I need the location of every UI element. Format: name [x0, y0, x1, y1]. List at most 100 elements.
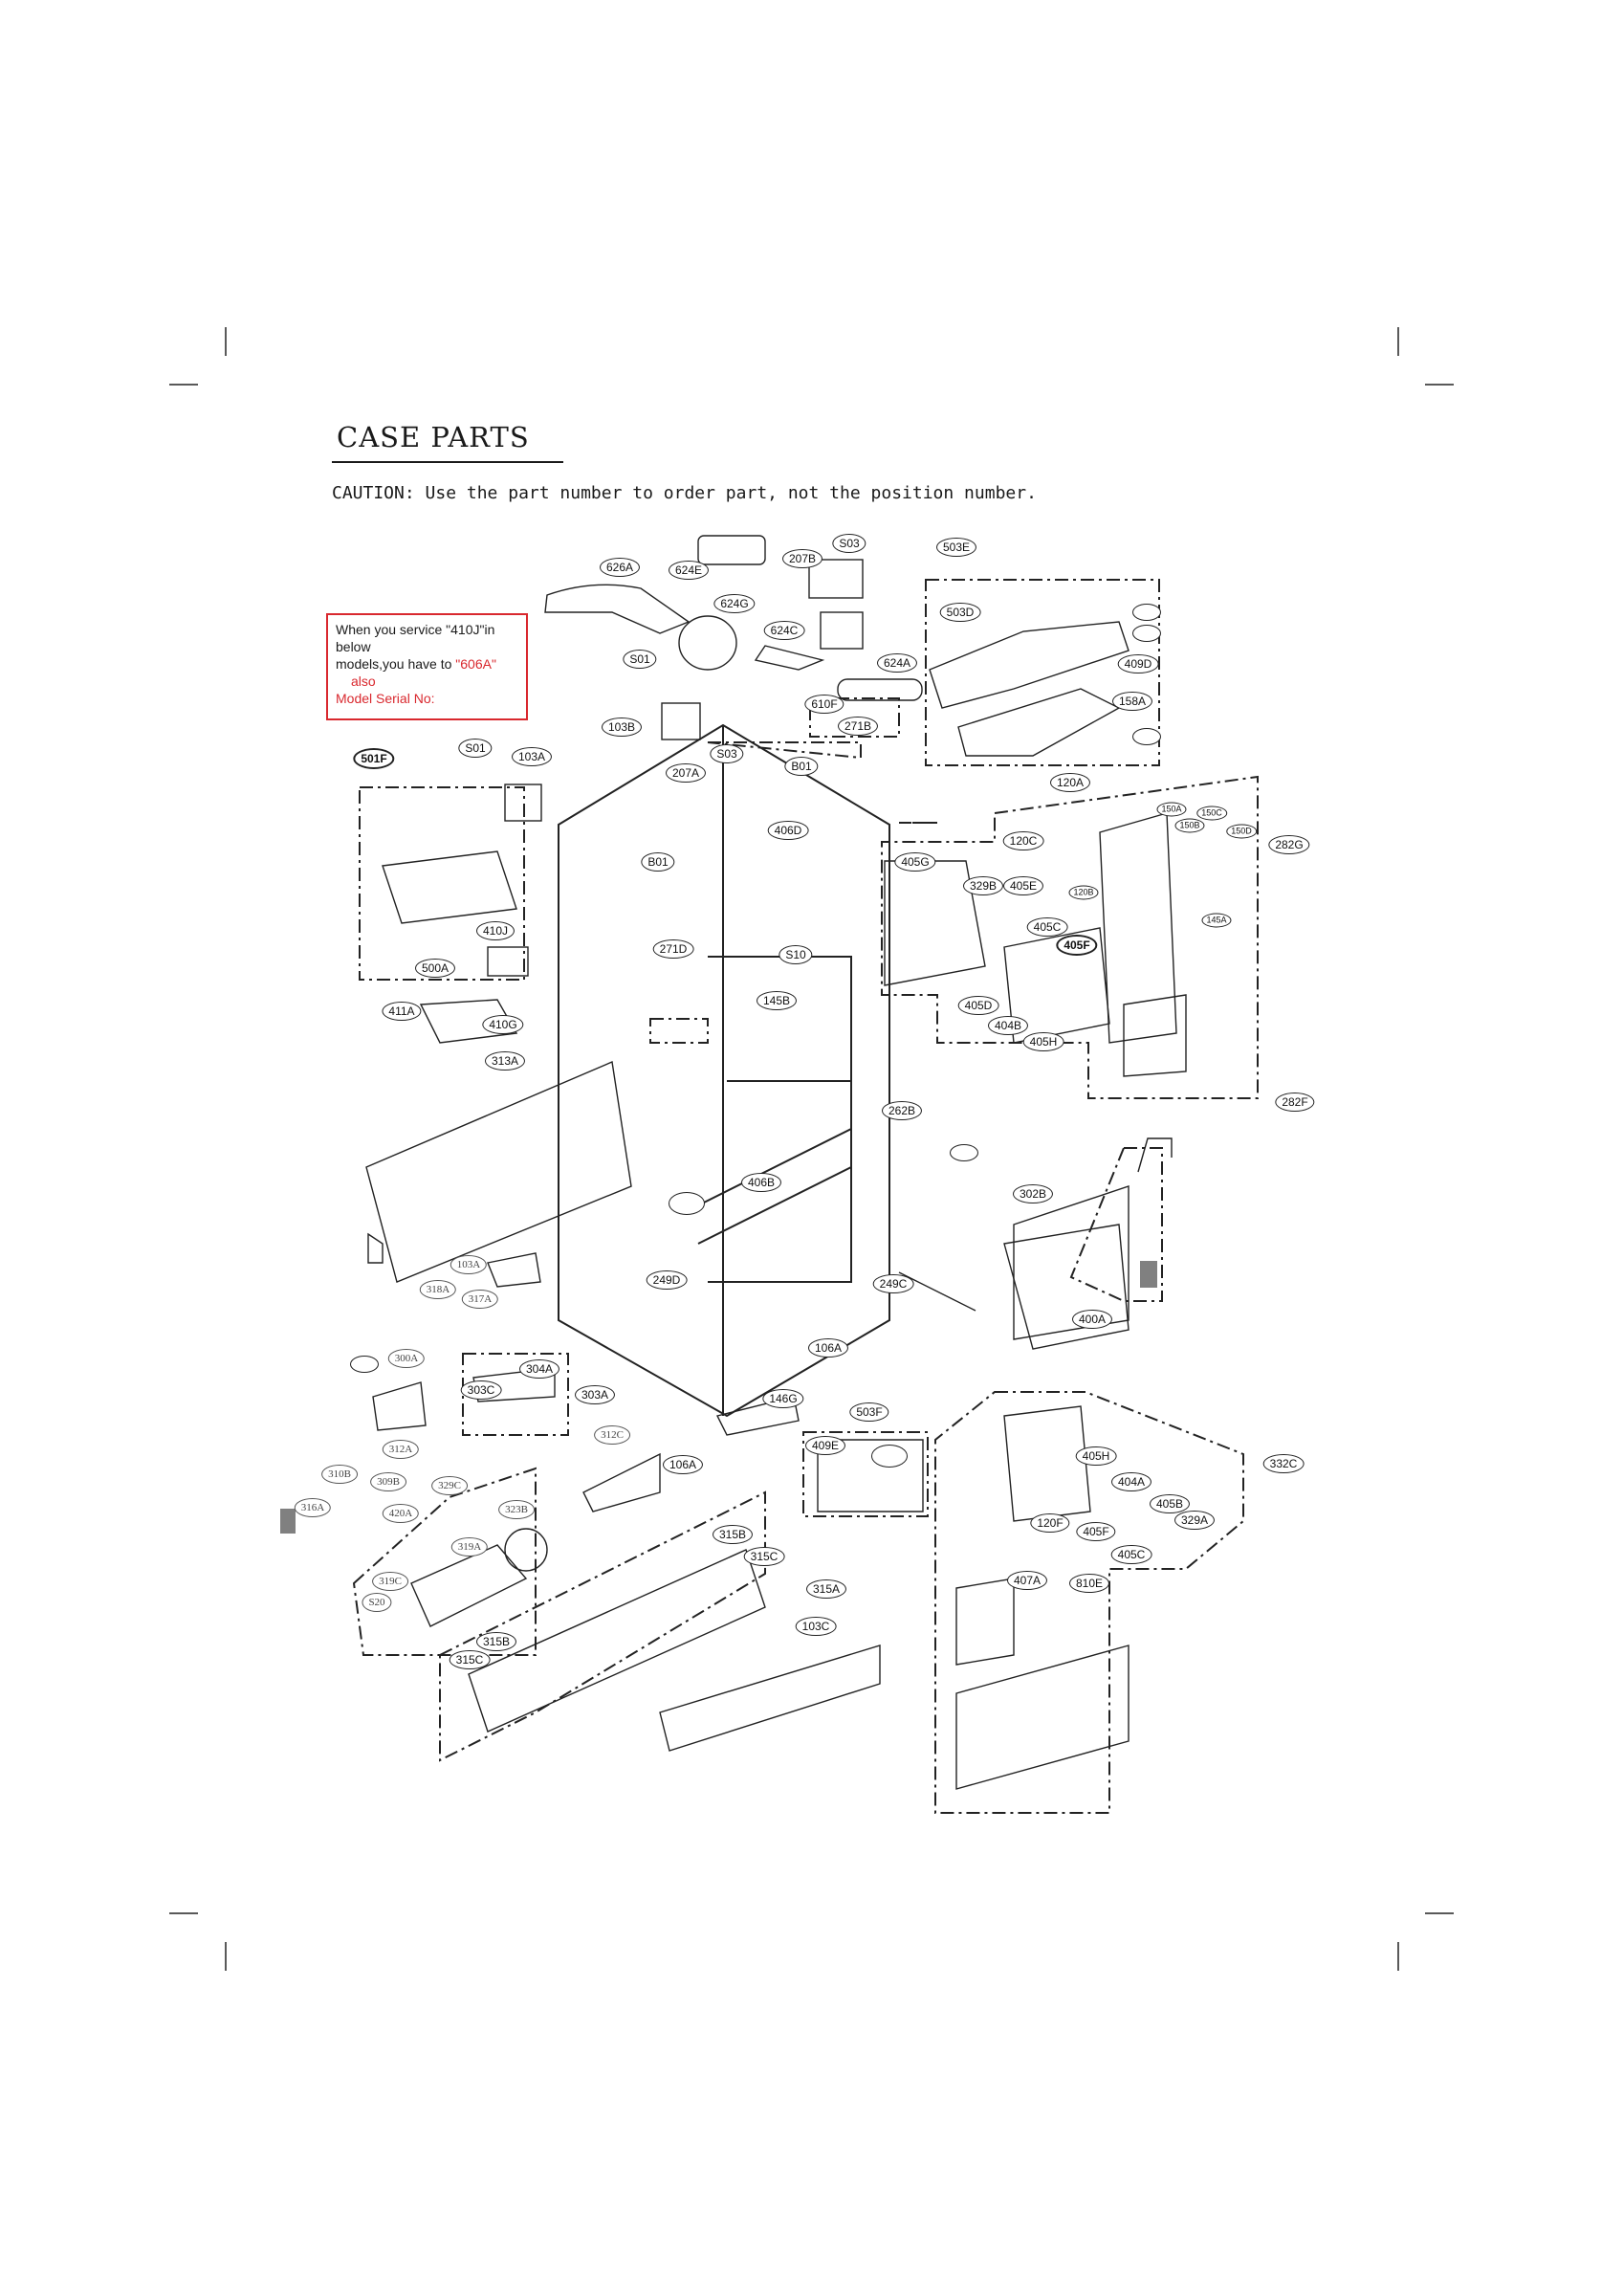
part-callout[interactable]: 405B [1149, 1494, 1191, 1513]
part-callout[interactable]: 282G [1268, 835, 1310, 854]
part-callout[interactable]: B01 [784, 757, 819, 776]
part-callout[interactable]: 158A [1111, 692, 1153, 711]
part-callout[interactable]: 400A [1071, 1310, 1113, 1329]
part-callout[interactable]: 500A [414, 959, 456, 978]
part-callout[interactable]: 150D [1226, 824, 1257, 839]
part-callout[interactable]: S03 [710, 744, 744, 763]
part-callout[interactable]: 624C [763, 621, 805, 640]
part-callout[interactable]: 103A [450, 1255, 488, 1274]
part-callout[interactable]: 404A [1110, 1472, 1152, 1491]
part-callout[interactable]: 106A [807, 1338, 849, 1358]
part-callout[interactable]: 405D [957, 996, 999, 1015]
part-callout[interactable]: 103A [511, 747, 553, 766]
part-callout[interactable]: 624E [668, 561, 710, 580]
part-callout[interactable]: 405H [1022, 1032, 1064, 1051]
part-callout[interactable]: 145A [1201, 913, 1232, 928]
part-callout[interactable]: 405C [1110, 1545, 1152, 1564]
part-callout[interactable]: 407A [1006, 1571, 1048, 1590]
part-callout[interactable]: 303A [574, 1385, 616, 1404]
part-callout[interactable]: 410G [482, 1015, 524, 1034]
part-callout[interactable]: 411A [382, 1002, 422, 1021]
part-callout[interactable]: S01 [458, 739, 493, 758]
part-callout[interactable]: 624A [876, 653, 918, 673]
part-callout[interactable]: 150A [1156, 802, 1187, 817]
part-callout[interactable]: B01 [641, 852, 675, 872]
part-callout[interactable]: 329A [1173, 1511, 1216, 1530]
part-callout[interactable]: 249C [872, 1274, 914, 1293]
part-callout[interactable]: 249D [646, 1270, 688, 1290]
part-callout[interactable]: 319A [450, 1537, 489, 1556]
part-callout[interactable]: 207A [665, 763, 707, 783]
part-callout[interactable]: 315B [712, 1525, 754, 1544]
part-callout[interactable]: 282F [1275, 1093, 1315, 1112]
part-callout[interactable]: 420A [382, 1504, 420, 1523]
part-callout[interactable]: 271B [837, 717, 879, 736]
gray-markers [280, 1261, 1157, 1534]
part-callout[interactable]: 313A [484, 1051, 526, 1071]
part-callout[interactable]: S10 [779, 945, 813, 964]
part-callout[interactable]: 410J [475, 921, 515, 940]
part-callout[interactable]: 405C [1026, 917, 1068, 937]
part-callout[interactable]: 405F [1076, 1522, 1116, 1541]
part-callout[interactable]: 317A [461, 1290, 499, 1309]
part-callout[interactable]: 315C [449, 1650, 491, 1669]
part-callout[interactable]: 332C [1262, 1454, 1305, 1473]
part-callout[interactable]: S01 [623, 650, 657, 669]
part-callout[interactable]: 120F [1030, 1513, 1070, 1533]
part-callout[interactable]: 404B [987, 1016, 1029, 1035]
part-callout[interactable]: 103B [601, 718, 643, 737]
part-callout[interactable]: 120B [1068, 885, 1099, 900]
part-callout[interactable]: 323B [498, 1500, 535, 1519]
part-callout[interactable]: 120C [1002, 831, 1044, 850]
part-callout[interactable]: 406D [767, 821, 809, 840]
part-callout[interactable]: 271D [652, 939, 694, 959]
part-callout[interactable]: 103C [795, 1617, 837, 1636]
part-callout[interactable]: 405H [1075, 1446, 1117, 1466]
part-callout[interactable]: 329B [962, 876, 1004, 895]
part-callout[interactable]: 503D [939, 603, 981, 622]
part-callout[interactable]: 501F [353, 748, 395, 769]
part-callout[interactable]: 315C [743, 1547, 785, 1566]
part-callout[interactable]: 315A [805, 1579, 847, 1599]
part-callout[interactable]: 300A [387, 1349, 426, 1368]
part-callout[interactable]: 406B [740, 1173, 782, 1192]
part-callout[interactable]: 146G [762, 1389, 804, 1408]
part-callout[interactable]: 303C [460, 1380, 502, 1400]
part-callout[interactable]: 610F [804, 695, 844, 714]
part-callout[interactable]: 810E [1068, 1574, 1110, 1593]
part-callout[interactable]: 626A [599, 558, 641, 577]
part-callout[interactable]: 262B [881, 1101, 923, 1120]
part-callout[interactable]: 409E [804, 1436, 846, 1455]
part-callout[interactable]: 145B [756, 991, 798, 1010]
cabinet-body [558, 723, 890, 1418]
part-callout[interactable]: 309B [370, 1472, 406, 1491]
part-callout[interactable]: 405G [894, 852, 936, 872]
part-callout[interactable]: 329C [431, 1476, 468, 1495]
blank-callout [350, 1356, 379, 1373]
blank-callout [950, 1144, 978, 1161]
part-callout[interactable]: 405E [1002, 876, 1044, 895]
part-callout[interactable]: 319C [372, 1572, 408, 1591]
part-callout[interactable]: 150B [1174, 818, 1205, 833]
part-callout[interactable]: 316A [294, 1498, 332, 1517]
part-callout[interactable]: S20 [362, 1593, 392, 1612]
part-callout[interactable]: 503E [935, 538, 977, 557]
part-callout[interactable]: 318A [419, 1280, 457, 1299]
part-callout[interactable]: 106A [662, 1455, 704, 1474]
part-callout[interactable]: 405F [1056, 935, 1098, 956]
part-callout[interactable]: 315B [475, 1632, 517, 1651]
part-shapes [365, 535, 1187, 1790]
notice-line-1: When you service "410J"in below [336, 622, 495, 654]
part-callout[interactable]: 312C [594, 1425, 630, 1445]
part-callout[interactable]: 409D [1117, 654, 1159, 673]
part-callout[interactable]: 302B [1012, 1184, 1054, 1203]
part-callout[interactable]: 207B [781, 549, 823, 568]
part-callout[interactable]: 624G [713, 594, 756, 613]
part-callout[interactable]: 120A [1049, 773, 1091, 792]
part-callout[interactable]: 310B [321, 1465, 358, 1484]
part-callout[interactable]: S03 [832, 534, 866, 553]
part-callout[interactable]: 304A [518, 1359, 560, 1379]
part-callout[interactable]: 150C [1196, 806, 1227, 821]
part-callout[interactable]: 312A [382, 1440, 420, 1459]
part-callout[interactable]: 503F [849, 1402, 889, 1422]
